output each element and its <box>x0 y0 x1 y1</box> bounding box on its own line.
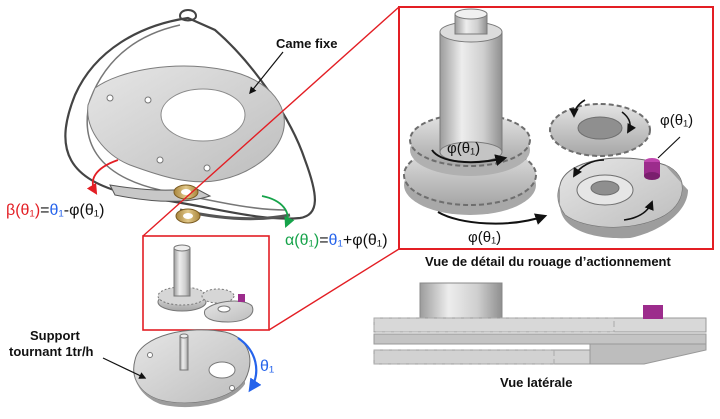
alpha-theta: θ₁ <box>328 232 343 249</box>
lateral-view-title: Vue latérale <box>500 375 573 390</box>
mini-pin <box>238 294 245 302</box>
lever-edge <box>557 165 688 239</box>
small-gear-hole <box>577 116 623 140</box>
wire-spring-inner <box>86 24 286 211</box>
rotating-support <box>102 329 262 408</box>
beta-phi: φ(θ₁) <box>69 202 105 219</box>
beta-lhs: β(θ₁) <box>6 202 41 219</box>
lateral-plate-top <box>373 317 707 333</box>
purple-pin <box>644 162 660 176</box>
support-shaft <box>179 335 189 371</box>
came-fixe-leader <box>249 51 284 95</box>
lever-arrow-left <box>573 159 605 178</box>
support-hole <box>229 385 235 391</box>
support-leader <box>102 357 147 379</box>
bushing-hole <box>181 189 191 195</box>
lateral-shaft <box>419 282 503 322</box>
mini-gear-small <box>201 288 235 304</box>
mini-lever <box>203 300 254 323</box>
theta-rotation-arrow <box>237 337 262 393</box>
small-gear-arrow-right <box>621 111 636 134</box>
detail-callout <box>142 6 400 331</box>
bottom-rotation-arrow <box>437 211 548 225</box>
cam-hole <box>144 96 152 104</box>
alpha-formula: α(θ₁)=θ₁+φ(θ₁) <box>285 232 388 250</box>
beta-op: - <box>63 202 70 219</box>
lateral-purple-pin <box>643 305 663 319</box>
small-gear-arrow-left <box>569 99 586 118</box>
alpha-eq: = <box>319 232 329 249</box>
mini-shaft <box>173 247 191 297</box>
beta-eq: = <box>40 202 50 219</box>
cam-central-hole <box>160 88 246 142</box>
detail-view-title: Vue de détail du rouage d’actionnement <box>425 254 671 269</box>
alpha-phi: φ(θ₁) <box>352 232 388 249</box>
main-shaft <box>439 31 503 153</box>
pin-leader <box>657 136 681 159</box>
lateral-lever-step <box>589 343 707 365</box>
purple-pin-base <box>644 172 660 180</box>
beta-rotation-arrow <box>86 159 119 195</box>
cam-hole <box>156 156 164 164</box>
support-shaft-top <box>179 333 189 339</box>
alpha-op: + <box>342 232 353 249</box>
alpha-rotation-arrow <box>261 195 295 228</box>
spring-hook <box>178 9 198 22</box>
cam-hole <box>203 164 211 172</box>
support-hole <box>147 352 153 358</box>
phi-shaft-label: φ(θ₁) <box>447 140 481 157</box>
lateral-view <box>373 282 707 365</box>
bushing-hole <box>183 213 193 219</box>
support-label-line2: tournant 1tr/h <box>9 344 94 359</box>
lateral-gear-teeth-1 <box>373 317 615 333</box>
shaft-rotation-arrow <box>431 149 508 166</box>
theta-label: θ₁ <box>260 358 275 375</box>
mini-gear-train <box>157 244 254 323</box>
support-cutout <box>208 361 236 379</box>
alpha-lhs: α(θ₁) <box>285 232 320 249</box>
support-disc <box>133 329 251 404</box>
phi-pin-label: φ(θ₁) <box>660 112 694 129</box>
wire-spring-outer <box>64 16 316 220</box>
lever-boss-hole <box>590 180 620 196</box>
lever-arrow-right <box>623 200 654 221</box>
support-label-line1: Support <box>30 328 80 343</box>
lateral-gear-teeth-2 <box>373 349 555 365</box>
beta-formula: β(θ₁)=θ₁-φ(θ₁) <box>6 202 104 220</box>
projection-line-top <box>142 6 400 237</box>
mini-lever-hole <box>217 305 231 313</box>
projection-line-bottom <box>268 248 400 331</box>
detail-view <box>398 6 714 250</box>
mini-shaft-top <box>173 244 191 252</box>
shaft-tip-top <box>454 8 488 20</box>
came-fixe-label: Came fixe <box>276 36 338 51</box>
beta-theta: θ₁ <box>49 202 64 219</box>
cam-hole <box>106 94 114 102</box>
lateral-plate-mid <box>373 333 707 345</box>
phi-bottom-label: φ(θ₁) <box>468 229 502 246</box>
